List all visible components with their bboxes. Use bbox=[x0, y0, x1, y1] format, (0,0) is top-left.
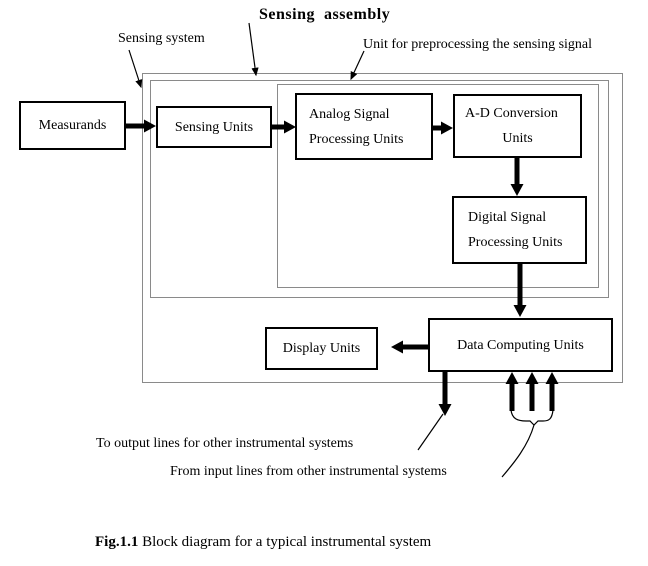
measurands-box-label: Measurands bbox=[38, 118, 107, 133]
sensing-units-box: Sensing Units bbox=[156, 106, 272, 148]
figure-caption: Fig.1.1 Block diagram for a typical inst… bbox=[95, 534, 431, 551]
input-lines-label: From input lines from other instrumental… bbox=[170, 464, 447, 479]
sensing-system-label: Sensing system bbox=[118, 31, 205, 46]
sensing-assembly-boundary bbox=[150, 80, 609, 298]
leader-output-label bbox=[417, 413, 444, 451]
preprocessing-unit-boundary bbox=[277, 84, 599, 288]
figure-caption-number: Fig.1.1 bbox=[95, 534, 139, 550]
leader-input-label bbox=[501, 424, 535, 478]
leader-sensing-assembly bbox=[248, 22, 259, 77]
diagram-title: Sensing assembly bbox=[259, 6, 391, 23]
analog-box-line2: Processing Units bbox=[309, 131, 404, 147]
measurands-box: Measurands bbox=[19, 101, 126, 150]
preprocessing-unit-label: Unit for preprocessing the sensing signa… bbox=[363, 37, 593, 52]
digital-box-line2: Processing Units bbox=[468, 235, 563, 250]
ad-box-line1: A-D Conversion bbox=[465, 106, 558, 121]
input-arrows-brace bbox=[510, 409, 554, 426]
display-units-box: Display Units bbox=[265, 327, 378, 370]
sensing-units-box-label: Sensing Units bbox=[174, 119, 254, 135]
data-computing-box: Data Computing Units bbox=[428, 318, 613, 372]
digital-box-line1: Digital Signal bbox=[468, 210, 547, 225]
data-computing-box-label: Data Computing Units bbox=[457, 337, 584, 353]
ad-box-line2: Units bbox=[502, 131, 533, 146]
analog-signal-processing-box: Analog Signal Processing Units bbox=[295, 93, 433, 160]
leader-sensing-system bbox=[128, 49, 143, 89]
sensing-system-boundary bbox=[142, 73, 623, 383]
arrowhead bbox=[438, 404, 452, 416]
figure-caption-text: Block diagram for a typical instrumental… bbox=[138, 534, 432, 550]
output-lines-label: To output lines for other instrumental s… bbox=[96, 436, 354, 451]
display-box-label: Display Units bbox=[282, 341, 361, 356]
digital-signal-processing-box: Digital Signal Processing Units bbox=[452, 196, 587, 264]
ad-conversion-box: A-D Conversion Units bbox=[453, 94, 582, 158]
analog-box-line1: Analog Signal bbox=[309, 106, 390, 122]
